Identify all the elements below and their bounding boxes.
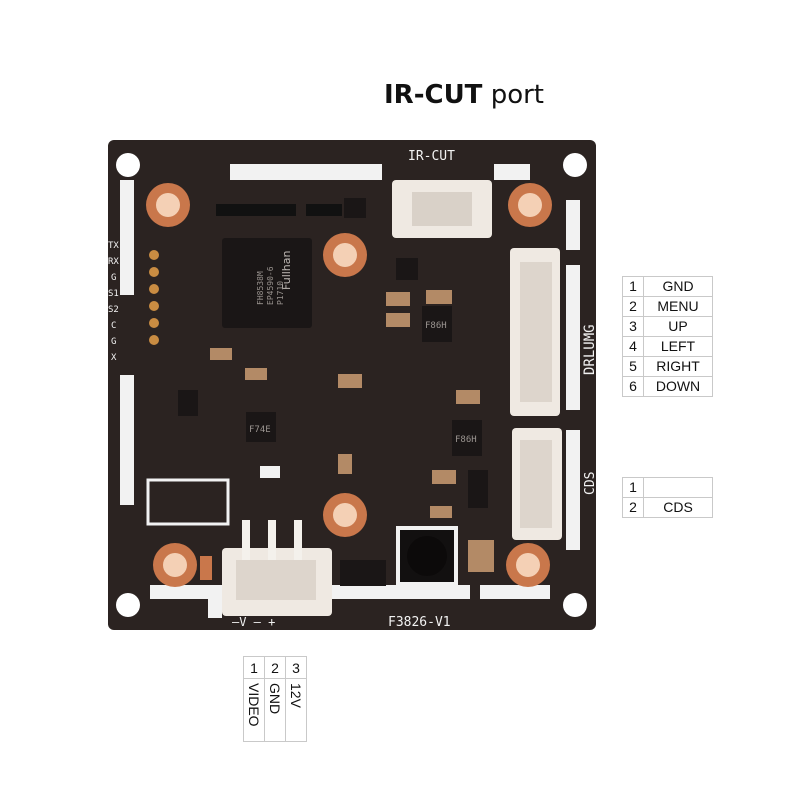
silk-pin-g: G [111, 273, 116, 283]
corner-holes [116, 153, 587, 617]
chip-line-1: FH8538M [256, 271, 265, 305]
pin-num: 3 [622, 316, 644, 337]
small-chip-label-1: F86H [425, 321, 447, 331]
silk-pin-rx: RX [108, 257, 119, 267]
silk-drlumg: DRLUMG [582, 324, 598, 375]
table-row: 1 2 3 [243, 656, 307, 679]
pin-label-cell: VIDEO [243, 678, 265, 742]
pin-label-cell: 12V [285, 678, 307, 742]
silk-cds: CDS [583, 472, 598, 495]
pin-label: DOWN [643, 376, 713, 397]
chip-line-2: EP4590-6 [266, 266, 275, 305]
silk-pin-x: X [111, 353, 117, 363]
pin-num: 6 [622, 376, 644, 397]
small-chip-3 [246, 412, 276, 442]
pin-label [643, 477, 713, 498]
left-header [149, 250, 159, 345]
pin-num: 2 [264, 656, 286, 679]
pin-num: 1 [622, 276, 644, 297]
table-row: 1 [622, 477, 713, 498]
pin-label: VIDEO [246, 683, 262, 727]
pin-num: 4 [622, 336, 644, 357]
silk-outline [120, 164, 580, 618]
silk-pin-s1: S1 [108, 289, 119, 299]
pin-label: LEFT [643, 336, 713, 357]
pin-label: 12V [288, 683, 304, 708]
silk-pin-g2: G [111, 337, 116, 347]
silk-pin-tx: TX [108, 241, 119, 251]
diode-box [146, 478, 230, 526]
silk-model: F3826-V1 [388, 615, 451, 630]
silk-pin-s2: S2 [108, 305, 119, 315]
small-chip-label-2: F86H [455, 435, 477, 445]
page-title: IR-CUT port [384, 80, 544, 110]
silk-pin-c: C [111, 321, 116, 331]
pin-label-cell: GND [264, 678, 286, 742]
pin-label: RIGHT [643, 356, 713, 377]
silk-power: —V — + [232, 615, 275, 629]
small-chip-1 [422, 306, 452, 342]
title-rest: port [490, 80, 544, 110]
pin-num: 2 [622, 497, 644, 518]
pin-num: 3 [285, 656, 307, 679]
pin-label: GND [643, 276, 713, 297]
title-bold: IR-CUT [384, 80, 483, 110]
chip-line-3: P1710 [276, 281, 285, 305]
pin-num: 2 [622, 296, 644, 317]
pin-num: 1 [622, 477, 644, 498]
smd-parts [178, 198, 494, 586]
pin-label: GND [267, 683, 283, 715]
main-chip [222, 238, 312, 328]
mounting-pads [146, 183, 552, 587]
small-chip-label-3: F74E [249, 425, 271, 435]
small-chip-2 [452, 420, 482, 456]
pin-num: 5 [622, 356, 644, 377]
silk-ircut: IR-CUT [408, 149, 455, 164]
pin-label: UP [643, 316, 713, 337]
chip-brand: Fullhan [280, 250, 293, 290]
pin-num: 1 [243, 656, 265, 679]
table-row: VIDEO GND 12V [243, 678, 307, 742]
pin-label: CDS [643, 497, 713, 518]
pin-label: MENU [643, 296, 713, 317]
video-pin-table: 1 2 3 VIDEO GND 12V [243, 656, 307, 742]
